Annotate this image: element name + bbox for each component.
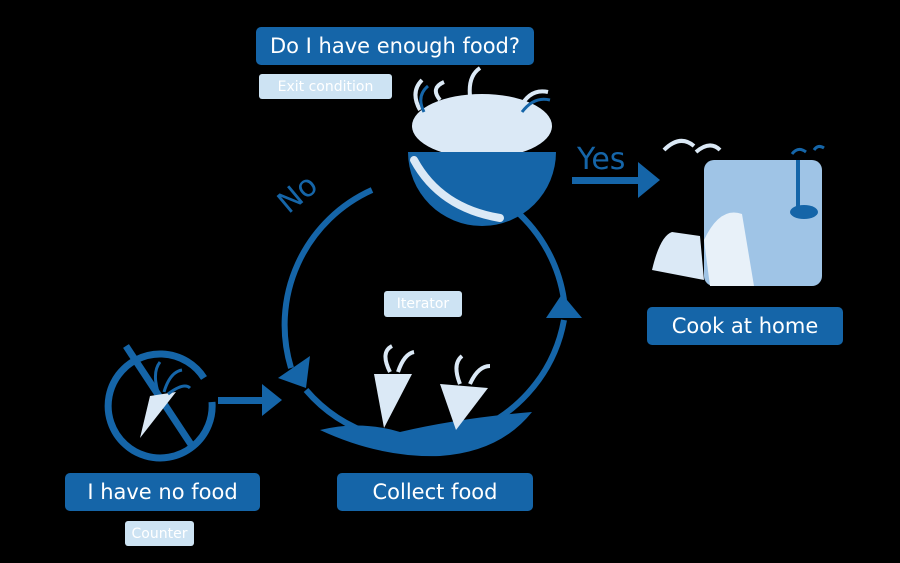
loop-arc-left — [281, 187, 374, 369]
cook-label: Cook at home — [647, 307, 843, 345]
carrots-mound-icon — [320, 344, 532, 457]
cooking-pot-icon — [652, 138, 825, 286]
no-food-label: I have no food — [65, 473, 260, 511]
collect-label: Collect food — [337, 473, 533, 511]
entry-arrow-shaft — [218, 397, 264, 404]
counter-tag: Counter — [125, 521, 194, 546]
arrowhead-up-icon — [546, 294, 582, 318]
arrowhead-left-icon — [278, 356, 310, 388]
yes-label: Yes — [577, 142, 626, 177]
yes-arrow-head-icon — [638, 162, 660, 198]
question-label: Do I have enough food? — [256, 27, 534, 65]
iterator-tag: Iterator — [384, 291, 462, 317]
exit-condition-tag: Exit condition — [259, 74, 392, 99]
loop-arc-right — [513, 207, 567, 301]
no-food-sign-icon — [104, 344, 216, 462]
food-bowl-icon — [408, 66, 556, 226]
entry-arrow-head-icon — [262, 384, 282, 416]
yes-arrow-shaft — [572, 177, 642, 184]
loop-arc-bottom — [303, 319, 567, 445]
